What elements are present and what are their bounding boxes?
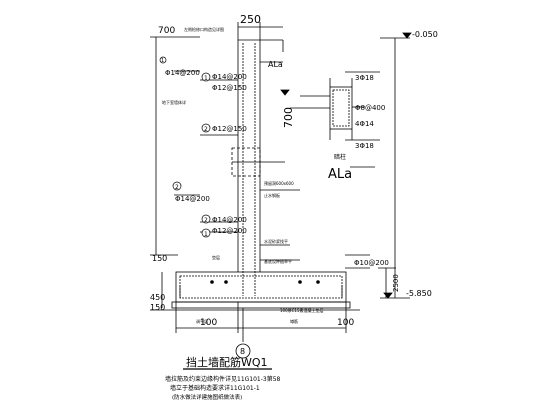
dim-700-side: 700 xyxy=(282,107,295,128)
dim-100-left: 100 xyxy=(200,318,217,328)
grid-circle-label: 8 xyxy=(240,347,245,356)
note-small-d: 预留洞600x600 xyxy=(264,180,294,186)
footing-bar-1 xyxy=(210,280,214,284)
footing-bar-2 xyxy=(224,280,228,284)
note-3: (防水做法详建施图纸做法表) xyxy=(172,393,242,401)
note-small-e: 止水钢板 xyxy=(264,192,280,198)
footing-hooks xyxy=(179,285,343,298)
dim-700-top: 700 xyxy=(158,26,175,36)
footing-bar-3 xyxy=(298,280,302,284)
ala-tag: ALa xyxy=(268,60,283,69)
elev-top-text: -0.050 xyxy=(412,30,438,39)
mark-1c: 1 xyxy=(161,58,164,64)
ala-column-inner xyxy=(332,89,350,127)
dim-250-wall: 250 xyxy=(240,13,261,26)
mark-1b: 1 xyxy=(204,231,208,238)
mark-1a: 1 xyxy=(204,75,208,82)
drawing-title: 挡土墙配筋WQ1 xyxy=(186,355,268,369)
elev-top-triangle xyxy=(402,32,412,39)
note-2: 墙立于基础构造要求详11G101-1 xyxy=(170,384,260,392)
mark-circle-2b xyxy=(201,123,211,133)
mark-2b: 2 xyxy=(204,126,208,133)
note-small-i: 墫筋 xyxy=(290,318,298,324)
note-small-c: 水泥砂浆找平 xyxy=(264,238,288,244)
mark-circle-2c xyxy=(201,214,211,224)
rebar-text-12-200: Φ12@200 xyxy=(212,227,247,235)
detail-elev-triangle xyxy=(280,89,290,96)
mark-circle-2a xyxy=(172,181,182,191)
rebar-4-14: 4Φ14 xyxy=(355,120,374,128)
dim-100-right: 100 xyxy=(337,318,354,328)
footing-rebar xyxy=(179,275,343,299)
rebar-text-a: Φ14@200 xyxy=(165,69,200,77)
note-small-f: 垫层 xyxy=(212,254,220,260)
note-small-j: 100厚C15素混凝土垫层 xyxy=(280,307,324,313)
mark-circle-1c xyxy=(159,56,167,64)
zhu-label: 暗柱 xyxy=(334,153,346,161)
note-small-b: 地下室墙体详 xyxy=(162,99,186,105)
mark-2c: 2 xyxy=(204,217,208,224)
rebar-3-18-top: 3Φ18 xyxy=(355,74,374,82)
rebar-text-12-150-b: Φ12@150 xyxy=(212,125,247,133)
note-1: 墙拉筋及约束边缘构件详见11G101-3第58 xyxy=(165,375,281,383)
ala-big: ALa xyxy=(328,167,352,182)
dim-2500: 2500 xyxy=(392,274,400,292)
note-small-g: 基底设种植草平 xyxy=(264,258,292,264)
mark-circle-1b xyxy=(201,228,211,238)
mark-2a: 2 xyxy=(175,184,179,191)
dim-150-bottom: 150 xyxy=(150,303,165,312)
note-small-h: 调平层 xyxy=(196,318,208,324)
footing-blinding xyxy=(171,301,351,309)
rebar-text-b: Φ14@200 xyxy=(212,73,247,81)
elev-bottom-triangle xyxy=(383,292,393,299)
footing-bar-4 xyxy=(316,280,320,284)
grid-circle xyxy=(235,343,251,359)
rebar-text-c: Φ14@200 xyxy=(175,195,210,203)
note-small-a: 左侧检修口构造见详图 xyxy=(184,26,224,32)
dim-150-left: 150 xyxy=(152,254,167,263)
mark-circle-1a xyxy=(201,72,211,82)
footing xyxy=(175,271,347,303)
rebar-3-18-bot: 3Φ18 xyxy=(355,142,374,150)
elev-bottom-text: -5.850 xyxy=(406,289,432,298)
rebar-text-d: Φ14@200 xyxy=(212,216,247,224)
rebar-8-400: Φ8@400 xyxy=(355,104,385,112)
rebar-text-10-200: Φ10@200 xyxy=(354,259,389,267)
rebar-text-12-150: Φ12@150 xyxy=(212,84,247,92)
dim-450: 450 xyxy=(150,293,165,302)
